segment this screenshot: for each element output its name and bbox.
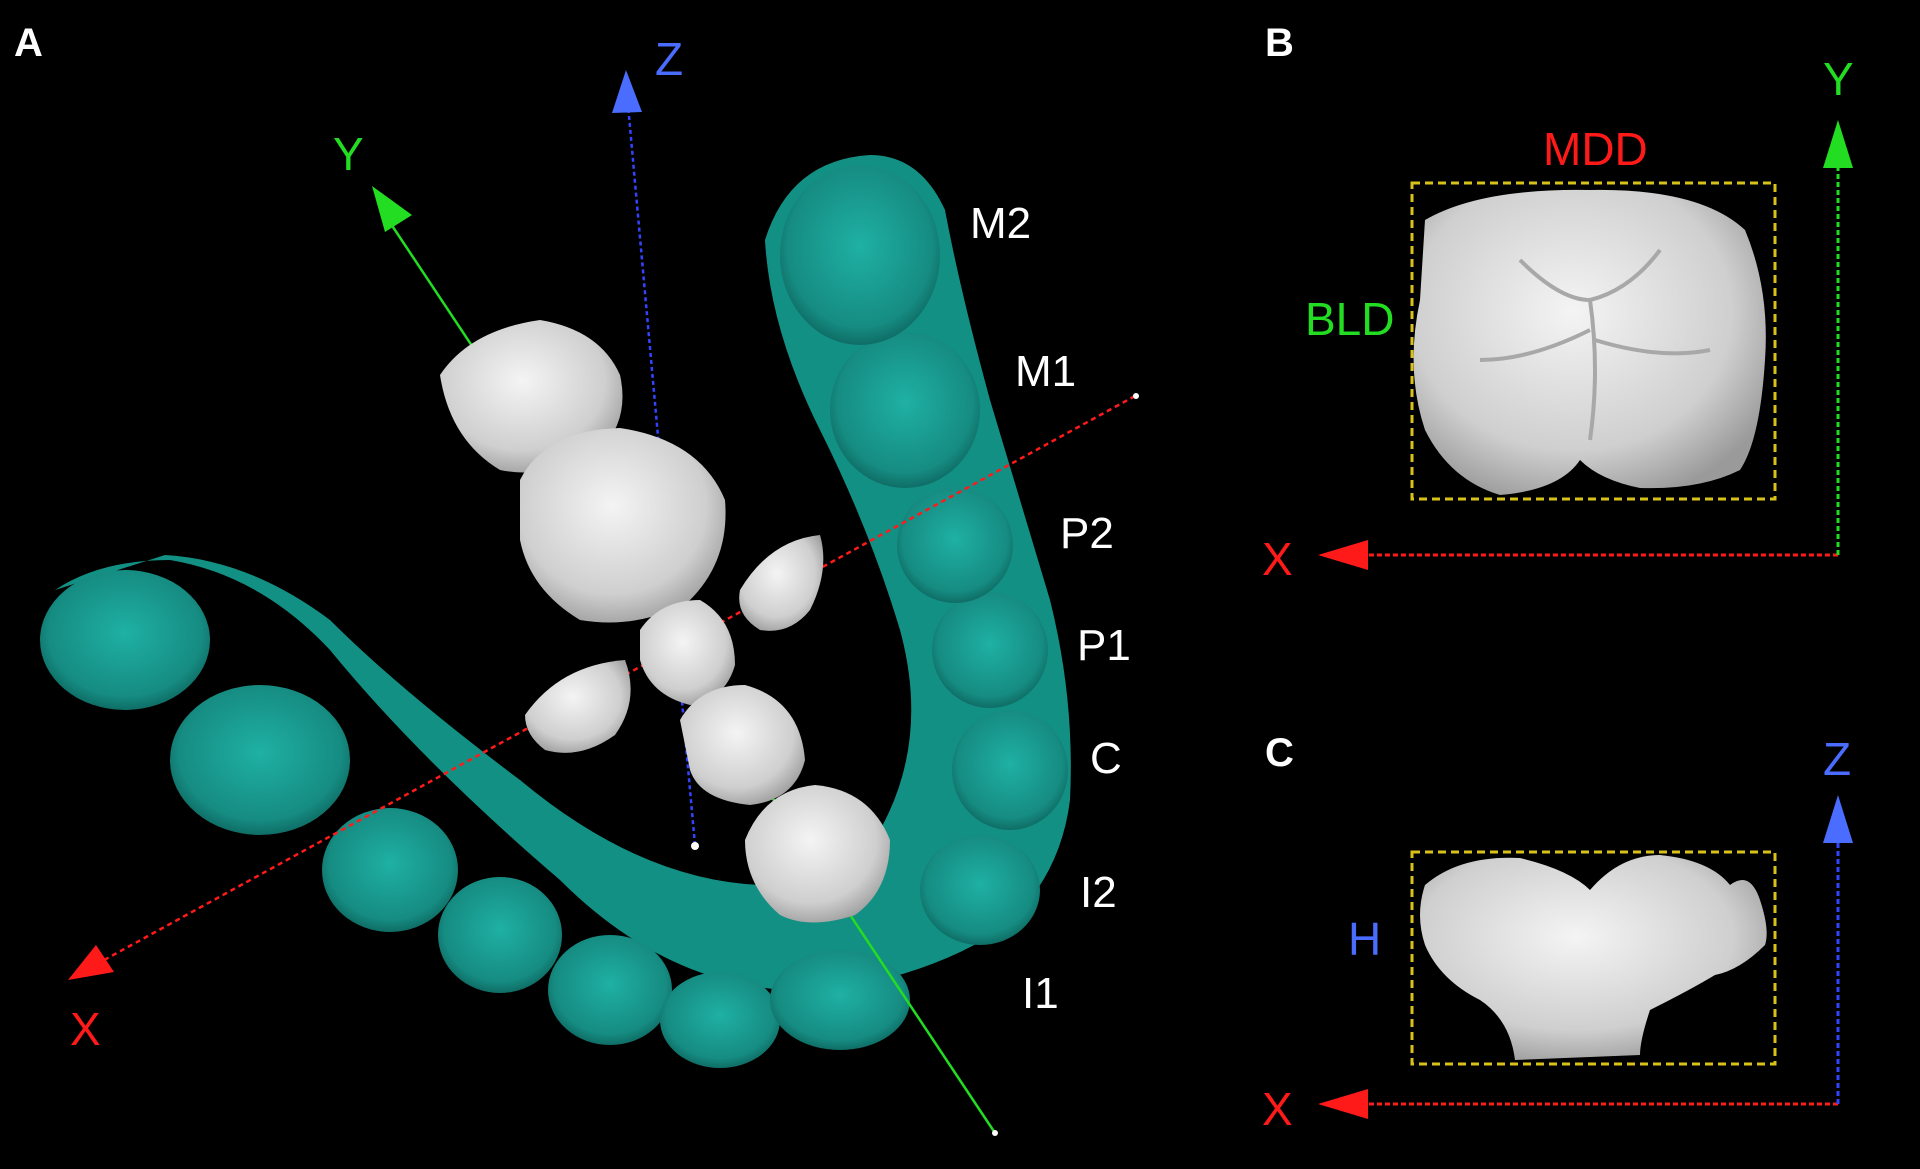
bld-label: BLD [1305,293,1394,345]
dental-arch [55,155,1071,991]
arch-tooth-i2-right [920,835,1040,945]
y-axis-label-b: Y [1823,53,1854,105]
arch-tooth-m2-left [40,570,210,710]
bounding-box-b [1410,181,1777,501]
panel-a-letter: A [14,21,43,65]
panel-c: C X Z H [1262,731,1853,1135]
h-label: H [1348,913,1381,965]
z-axis-arrow-c [1823,795,1853,843]
arch-tooth-i2-left [660,972,780,1068]
molar-fissure [1479,248,1711,441]
x-axis-label-b: X [1262,533,1293,585]
arch-tooth-m1-left [170,685,350,835]
panel-b: B X Y MDD BLD [1262,21,1854,585]
z-axis-label-c: Z [1823,733,1851,785]
panel-b-letter: B [1265,21,1294,65]
x-axis-arrow-c [1318,1089,1368,1119]
panel-a: A [14,21,1139,1136]
extracted-tooth-c [680,685,805,805]
tooth-label-m2: M2 [970,199,1031,248]
extracted-tooth-i [745,785,890,923]
tooth-label-p2: P2 [1060,509,1114,558]
extracted-teeth [440,320,890,923]
z-axis-origin-a [691,842,699,850]
bounding-box-c [1410,850,1777,1066]
arch-teeth [40,165,1068,1068]
arch-tooth-m2-right [780,165,940,345]
y-axis-arrow-b [1823,120,1853,168]
x-axis-arrow-a [68,945,114,980]
tooth-label-i2: I2 [1080,868,1117,917]
y-axis-arrow-a [372,186,412,232]
z-axis-arrow-a [612,70,642,113]
extracted-tooth-p2 [739,535,824,631]
panel-c-letter: C [1265,731,1294,775]
tooth-label-c: C [1090,734,1122,783]
arch-tooth-c-left [548,935,672,1045]
tooth-label-i1: I1 [1022,969,1059,1018]
y-axis-end-a [992,1130,998,1136]
x-axis-label-a: X [70,1003,101,1055]
tooth-label-m1: M1 [1015,347,1076,396]
tooth-labels: M2 M1 P2 P1 C I2 I1 [970,199,1131,1018]
extracted-tooth-c-left [525,660,631,753]
molar-occlusal-view [1413,189,1766,495]
arch-tooth-p2-left [322,808,458,932]
x-axis-label-c: X [1262,1083,1293,1135]
mdd-label: MDD [1543,123,1648,175]
z-axis-label-a: Z [655,33,683,85]
tooth-label-p1: P1 [1077,621,1131,670]
extracted-tooth-m1 [520,428,726,623]
arch-tooth-m1-right [830,332,980,488]
y-axis-label-a: Y [333,128,364,180]
arch-tooth-c-right [952,710,1068,830]
arch-tooth-p1-left [438,877,562,993]
x-axis-arrow-b [1318,540,1368,570]
arch-tooth-p2-right [897,487,1013,603]
x-axis-origin-a [1133,393,1139,399]
arch-tooth-p1-right [932,592,1048,708]
extracted-tooth-p1 [640,600,735,705]
molar-lateral-view [1420,855,1767,1060]
arch-tooth-i1 [770,950,910,1050]
